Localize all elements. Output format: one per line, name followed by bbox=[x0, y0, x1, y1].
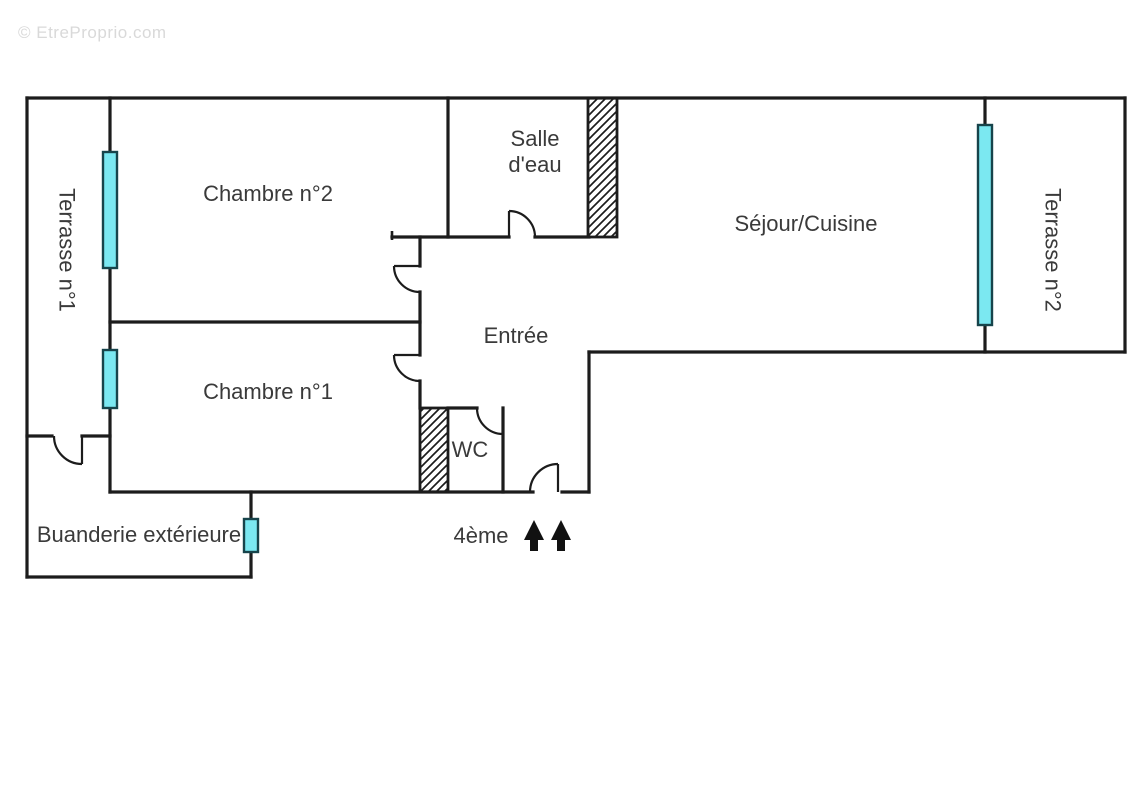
room-label-salle-deau-line2: d'eau bbox=[508, 152, 561, 177]
floor-label: 4ème bbox=[453, 523, 508, 548]
room-label-entree: Entrée bbox=[484, 323, 549, 348]
doors bbox=[52, 209, 560, 493]
room-label-terrasse1: Terrasse n°1 bbox=[55, 188, 80, 312]
hatched-walls bbox=[418, 96, 619, 494]
room-label-chambre2: Chambre n°2 bbox=[203, 181, 333, 206]
walls bbox=[25, 96, 1127, 579]
watermark: © EtreProprio.com bbox=[18, 23, 167, 42]
door-arc-chambre2 bbox=[392, 264, 421, 294]
door-arc-entrance bbox=[528, 462, 560, 493]
window-chambre1-terrasse1 bbox=[101, 348, 119, 410]
room-label-salle-deau-line1: Salle bbox=[511, 126, 560, 151]
stairs-up-arrow-icon bbox=[524, 520, 544, 551]
hatched-wall-salle-deau bbox=[586, 96, 619, 239]
door-arc-chambre1 bbox=[392, 353, 421, 383]
room-label-wc: WC bbox=[452, 437, 489, 462]
stairs-up-arrow-icon bbox=[551, 520, 571, 551]
window-buanderie bbox=[242, 517, 260, 554]
door-arc-salle-deau bbox=[507, 209, 537, 238]
room-label-sejour: Séjour/Cuisine bbox=[734, 211, 877, 236]
window-chambre2-terrasse1 bbox=[101, 150, 119, 270]
door-arc-buanderie bbox=[52, 435, 84, 466]
room-label-terrasse2: Terrasse n°2 bbox=[1041, 188, 1066, 312]
windows bbox=[101, 123, 994, 554]
room-label-buanderie: Buanderie extérieure bbox=[37, 522, 241, 547]
room-labels: Terrasse n°1 Chambre n°2 Salle d'eau Séj… bbox=[37, 126, 1066, 547]
door-arc-wc bbox=[475, 407, 504, 436]
room-label-chambre1: Chambre n°1 bbox=[203, 379, 333, 404]
floor-indicator: 4ème bbox=[453, 520, 571, 551]
hatched-wall-wc bbox=[418, 406, 450, 494]
window-sejour-terrasse2 bbox=[976, 123, 994, 327]
